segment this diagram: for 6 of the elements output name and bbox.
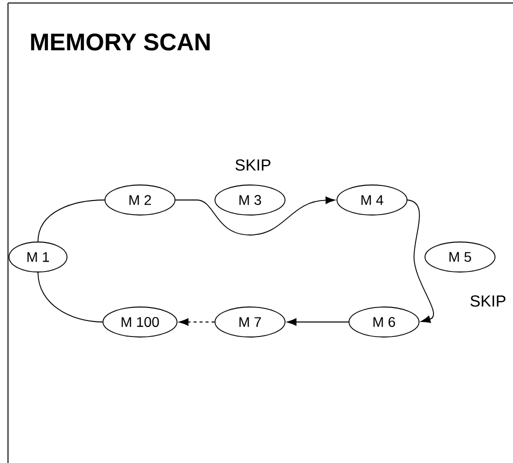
skip-label: SKIP bbox=[470, 295, 506, 307]
title: MEMORY SCAN bbox=[31, 34, 210, 50]
arrow bbox=[407, 200, 434, 323]
arrow bbox=[175, 196, 336, 236]
arrow bbox=[178, 318, 215, 326]
arrow bbox=[286, 318, 349, 326]
